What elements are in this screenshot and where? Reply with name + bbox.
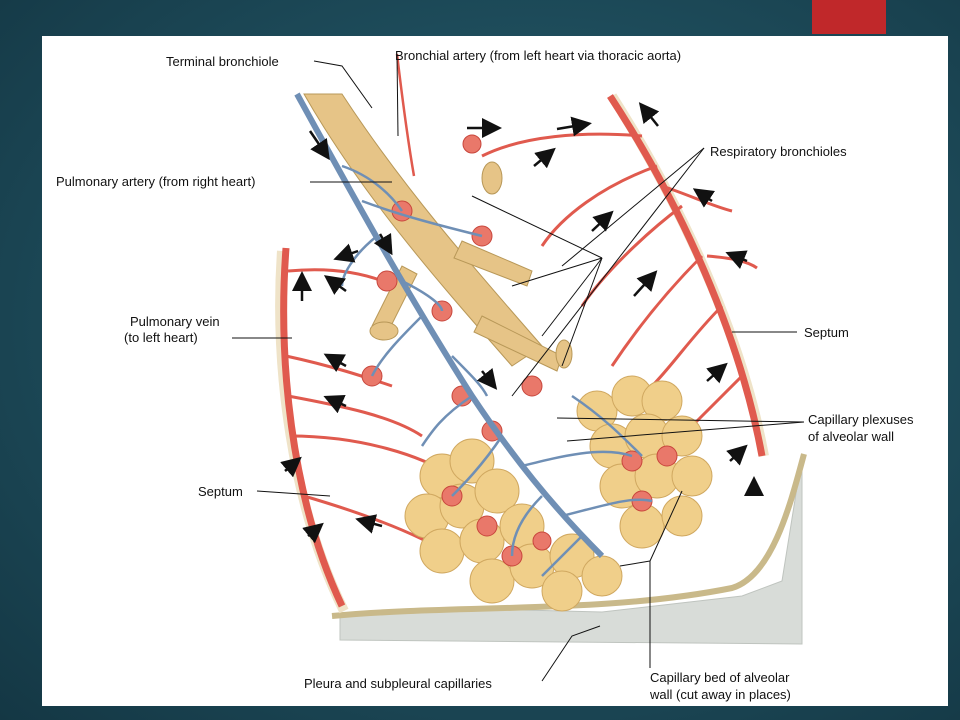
pulmonary-vein-left: [280, 247, 346, 608]
label-pulmonary-vein-line1: Pulmonary vein: [130, 314, 220, 329]
label-bronchial-artery: Bronchial artery (from left heart via th…: [395, 48, 681, 63]
label-respiratory-bronchioles: Respiratory bronchioles: [710, 144, 847, 159]
diagram-panel: Terminal bronchiole Bronchial artery (fr…: [42, 36, 948, 706]
alveolar-sac-cluster: [404, 375, 713, 612]
label-pulmonary-artery: Pulmonary artery (from right heart): [56, 174, 255, 189]
leader-lines: [232, 53, 805, 682]
capillary-plexus-spots: [361, 134, 678, 567]
label-capillary-bed-line2: wall (cut away in places): [649, 687, 791, 702]
pleura-edge: [331, 453, 807, 619]
label-capillary-bed-line1: Capillary bed of alveolar: [650, 670, 790, 685]
label-pulmonary-vein-line2: (to left heart): [124, 330, 198, 345]
label-septum-right: Septum: [804, 325, 849, 340]
lung-alveoli-diagram: Terminal bronchiole Bronchial artery (fr…: [56, 48, 914, 702]
label-capillary-plexuses-line2: of alveolar wall: [808, 429, 894, 444]
slide-accent-block: [812, 0, 886, 34]
pulmonary-artery-branches: [340, 164, 653, 577]
label-terminal-bronchiole: Terminal bronchiole: [166, 54, 279, 69]
label-septum-left: Septum: [198, 484, 243, 499]
terminal-bronchiole-tube: [303, 93, 543, 367]
blood-flow-arrows: [280, 102, 764, 544]
pulmonary-vein-right: [607, 94, 766, 457]
pulmonary-artery-trunk: [294, 92, 605, 559]
label-capillary-plexuses-line1: Capillary plexuses: [808, 412, 914, 427]
label-pleura: Pleura and subpleural capillaries: [304, 676, 492, 691]
bronchial-artery-vessel: [395, 53, 416, 177]
